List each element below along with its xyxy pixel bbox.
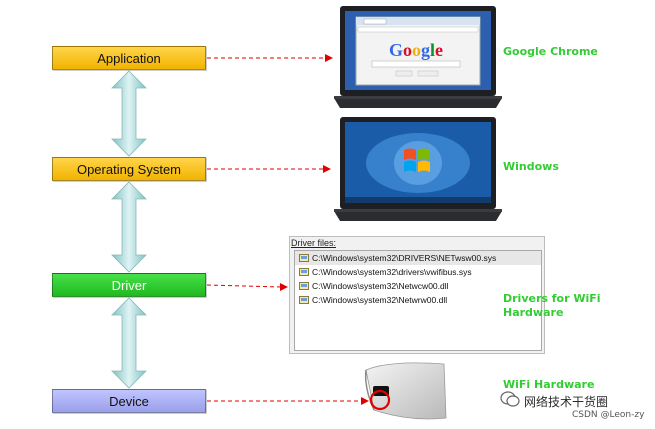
driver-files-title: Driver files:	[291, 238, 337, 248]
pointer-arrow-driver	[206, 283, 288, 291]
wechat-icon	[500, 391, 520, 407]
operating-system-layer-box: Operating System	[52, 157, 206, 181]
driver-file-path: C:\Windows\system32\Netwcw00.dll	[312, 281, 449, 291]
list-item[interactable]: C:\Windows\system32\Netwrw00.dll	[295, 293, 541, 307]
application-layer-label: Application	[97, 50, 161, 66]
pointer-arrow-device	[207, 397, 369, 405]
pointer-arrow-os	[207, 165, 331, 173]
driver-file-icon	[299, 281, 310, 291]
list-item[interactable]: C:\Windows\system32\Netwcw00.dll	[295, 279, 541, 293]
application-layer-box: Application	[52, 46, 206, 70]
double-arrow-icon	[111, 70, 147, 157]
operating-system-layer-label: Operating System	[76, 161, 182, 177]
list-item[interactable]: C:\Windows\system32\drivers\vwifibus.sys	[295, 265, 541, 279]
device-layer-label: Device	[109, 393, 149, 409]
driver-file-path: C:\Windows\system32\Netwrw00.dll	[312, 295, 448, 305]
list-item[interactable]: C:\Windows\system32\DRIVERS\NETwsw00.sys	[295, 251, 541, 265]
double-arrow-icon	[111, 181, 147, 273]
driver-layer-label: Driver	[111, 277, 147, 293]
double-arrow-icon	[111, 297, 147, 389]
operating-system-example-label: Windows	[503, 160, 559, 173]
driver-file-icon	[299, 267, 310, 277]
driver-example-label: Drivers for WiFi Hardware	[503, 292, 601, 319]
driver-files-panel: Driver files: C:\Windows\system32\DRIVER…	[289, 236, 545, 354]
laptop-icon: Google	[334, 6, 502, 108]
pointer-arrow-app	[207, 54, 333, 62]
windows-logo	[404, 148, 430, 172]
driver-layer-box: Driver	[52, 273, 206, 297]
device-layer-box: Device	[52, 389, 206, 413]
watermark-title: 网络技术干货圈	[524, 395, 609, 409]
driver-files-list[interactable]: C:\Windows\system32\DRIVERS\NETwsw00.sys…	[294, 250, 542, 351]
google-logo: Google	[389, 40, 443, 60]
driver-file-icon	[299, 253, 310, 263]
application-example-label: Google Chrome	[503, 45, 598, 58]
driver-file-path: C:\Windows\system32\DRIVERS\NETwsw00.sys	[312, 253, 497, 263]
driver-file-icon	[299, 295, 310, 305]
driver-file-path: C:\Windows\system32\drivers\vwifibus.sys	[312, 267, 472, 277]
watermark-credit: CSDN @Leon-zy	[572, 410, 645, 420]
usb-adapter-icon	[364, 362, 447, 420]
device-example-label: WiFi Hardware	[503, 378, 595, 391]
laptop-icon	[334, 117, 502, 221]
